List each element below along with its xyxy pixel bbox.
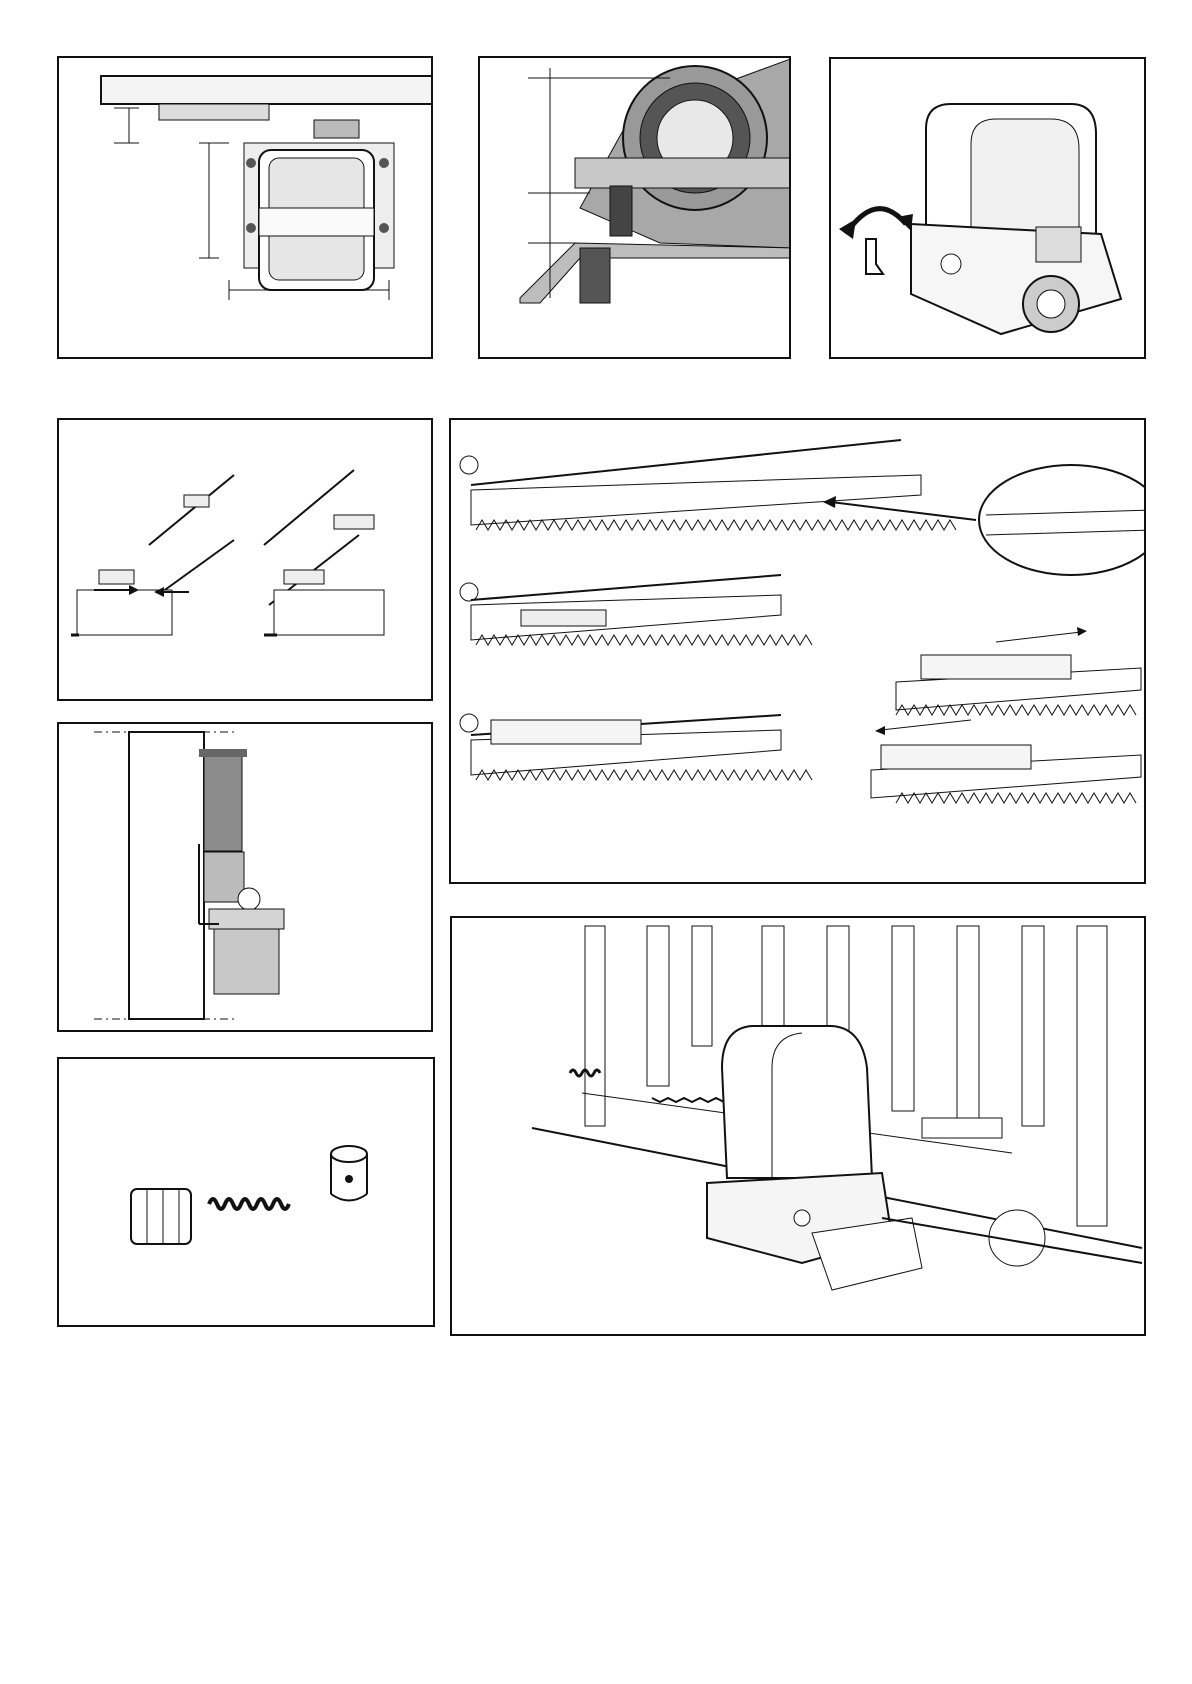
rack-assembly-step-2 [460, 575, 812, 645]
spacer-block [99, 570, 134, 584]
installed-operator-drawing [452, 918, 1146, 1336]
rack-joining-drawing [451, 420, 1146, 884]
adjustment-bolt [610, 186, 632, 236]
panel-motor-side-section [57, 722, 433, 1032]
motor-release-drawing [831, 59, 1146, 359]
pinion-gear [204, 852, 244, 902]
bracket-plate [575, 158, 791, 188]
motor-section-drawing [59, 724, 433, 1032]
cam-block [131, 1189, 191, 1244]
pinion-closeup-drawing [480, 58, 791, 359]
panel-limit-switch-parts [57, 1057, 435, 1327]
spacer-block [184, 495, 209, 507]
panel-pinion-rack-closeup [478, 56, 791, 359]
rack-fixing-drawing [59, 420, 433, 701]
clamp-plate [491, 720, 641, 744]
pinion-gear [314, 120, 359, 138]
rack-segment-right [274, 590, 384, 635]
clamp-plate [881, 745, 1031, 769]
arrow-icon [996, 632, 1081, 642]
spring-icon [209, 1199, 289, 1209]
bolt-icon [246, 158, 256, 168]
motor-body [214, 929, 279, 994]
motor-mount [209, 909, 284, 929]
clamp-plate [921, 655, 1071, 679]
rack-segment-left [77, 590, 172, 635]
motor-base [911, 224, 1121, 334]
motor-cover [722, 1026, 872, 1178]
gate-beam [101, 76, 433, 104]
spacer-block [334, 515, 374, 529]
rack-profile [204, 756, 242, 851]
spacer-block [284, 570, 324, 584]
arrow-icon [831, 502, 976, 520]
step-marker-icon [460, 714, 478, 732]
stopper-cylinder [331, 1146, 367, 1201]
bolt-icon [246, 223, 256, 233]
rack-assembly-step-4b [871, 720, 1141, 803]
panel-rack-joining-steps [449, 418, 1146, 884]
rack-bracket [159, 104, 269, 120]
release-key-icon [866, 239, 883, 274]
gate-section [129, 732, 204, 1019]
step-marker-icon [460, 583, 478, 601]
arrow-icon [881, 720, 971, 730]
limit-switch-parts-drawing [59, 1059, 435, 1327]
step-marker-icon [460, 456, 478, 474]
panel-motor-release-key [829, 57, 1146, 359]
motor-top-view-drawing [59, 58, 433, 359]
limit-switch-block [1036, 227, 1081, 262]
panel-motor-top-view [57, 56, 433, 359]
detail-magnifier [979, 465, 1146, 575]
panel-rack-fixing [57, 418, 433, 701]
bolt-icon [379, 223, 389, 233]
panel-installed-gate-operator [450, 916, 1146, 1336]
clamp-plate [521, 610, 606, 626]
rack-assembly-step-3 [460, 714, 812, 780]
rack-assembly-step-4a [896, 627, 1141, 715]
stop-bracket [922, 1118, 1002, 1138]
bolt-icon [379, 158, 389, 168]
rack-assembly-step-1 [460, 440, 1146, 575]
